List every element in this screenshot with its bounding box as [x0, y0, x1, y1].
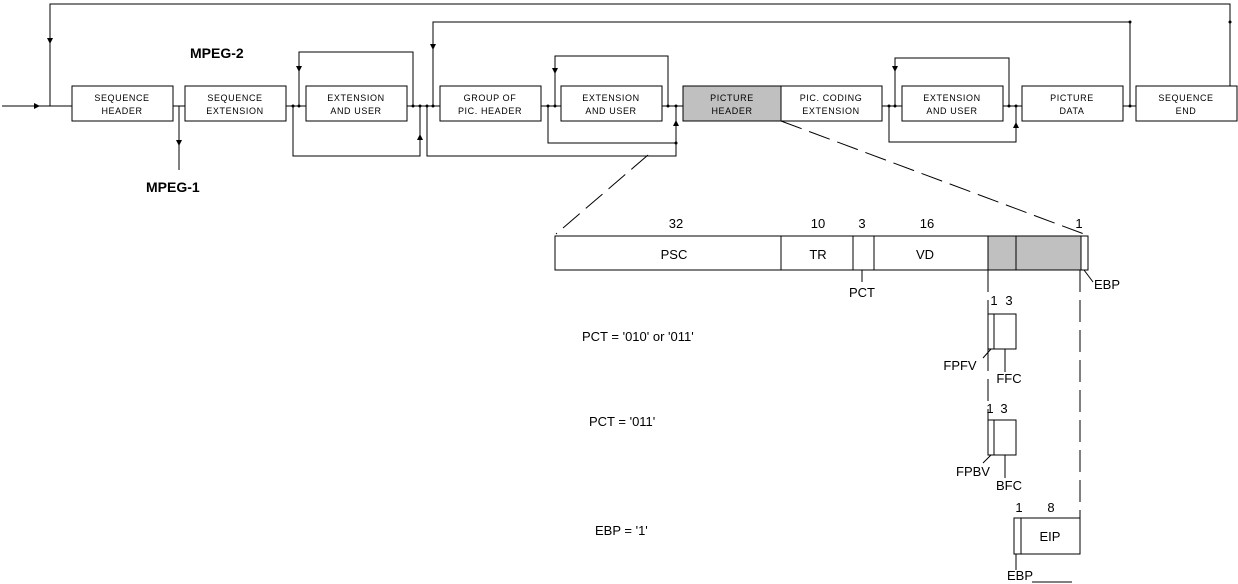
- pct-bits: 3: [858, 216, 865, 231]
- ext-user-3-loop-arrow-icon: [892, 66, 898, 72]
- svg-text:1: 1: [990, 293, 997, 308]
- svg-text:SEQUENCE: SEQUENCE: [207, 93, 262, 103]
- svg-text:PIC. HEADER: PIC. HEADER: [458, 106, 522, 116]
- ext-user-3-bypass-arrow-icon: [1013, 122, 1019, 128]
- svg-text:GROUP OF: GROUP OF: [464, 93, 517, 103]
- condition-2-fields: 1 3 FPBV BFC: [956, 401, 1022, 493]
- condition-2-text: PCT = '011': [589, 414, 655, 429]
- svg-text:AND USER: AND USER: [330, 106, 381, 116]
- vd-bits: 16: [920, 216, 934, 231]
- zoom-line-right: [780, 120, 1085, 235]
- block-picture-header: PICTURE HEADER: [682, 85, 782, 122]
- svg-text:HEADER: HEADER: [101, 106, 142, 116]
- block-sequence-end: SEQUENCE END: [1135, 85, 1238, 122]
- block-ext-user-2: EXTENSION AND USER: [560, 85, 663, 122]
- svg-text:FPFV: FPFV: [943, 358, 977, 373]
- psc-bits: 32: [669, 216, 683, 231]
- ext-user-1-loop-arrow-icon: [296, 66, 302, 72]
- svg-text:EXTENSION: EXTENSION: [923, 93, 980, 103]
- ebp-bits: 1: [1075, 216, 1082, 231]
- block-ext-user-3: EXTENSION AND USER: [901, 85, 1004, 122]
- picture-header-fields: 32 PSC 10 TR 3 16 VD 1: [554, 216, 1089, 271]
- gop-loop-line: [432, 21, 1131, 106]
- ext-user-2-loop: [554, 55, 669, 106]
- svg-text:SEQUENCE: SEQUENCE: [1158, 93, 1213, 103]
- svg-text:AND USER: AND USER: [926, 106, 977, 116]
- svg-text:FFC: FFC: [996, 371, 1021, 386]
- svg-text:3: 3: [1000, 401, 1007, 416]
- ext-user-2-loop-arrow-icon: [552, 68, 558, 74]
- mpeg1-title: MPEG-1: [146, 179, 200, 195]
- svg-text:1: 1: [1015, 500, 1022, 515]
- svg-text:3: 3: [1005, 293, 1012, 308]
- svg-text:EXTENSION: EXTENSION: [206, 106, 263, 116]
- pct-field: PCT: [849, 285, 875, 300]
- seq-loop-arrow-icon: [47, 38, 53, 44]
- svg-text:PICTURE: PICTURE: [710, 93, 754, 103]
- svg-text:PIC. CODING: PIC. CODING: [800, 93, 863, 103]
- svg-text:BFC: BFC: [996, 478, 1022, 493]
- block-seq-extension: SEQUENCE EXTENSION: [184, 85, 287, 122]
- entry-arrow-icon: [34, 103, 40, 109]
- svg-text:END: END: [1176, 106, 1197, 116]
- ext-user-1-bypass-arrow-icon: [417, 134, 423, 140]
- ext-user-2-bypass: [547, 106, 676, 144]
- block-picture-data: PICTURE DATA: [1021, 85, 1124, 122]
- tr-bits: 10: [811, 216, 825, 231]
- ext-user-2-bypass-arrow-icon: [673, 120, 679, 126]
- block-seq-header: SEQUENCE HEADER: [71, 85, 174, 122]
- svg-text:1: 1: [986, 401, 993, 416]
- condition-1-fields: 1 3 FPFV FFC: [943, 293, 1021, 386]
- gop-bypass: [426, 106, 677, 157]
- svg-text:FPBV: FPBV: [956, 464, 990, 479]
- svg-text:EBP: EBP: [1007, 568, 1033, 583]
- tr-field: TR: [809, 247, 826, 262]
- ext-user-3-loop: [894, 57, 1010, 106]
- svg-text:PICTURE: PICTURE: [1050, 93, 1094, 103]
- svg-text:EXTENSION: EXTENSION: [327, 93, 384, 103]
- mpeg1-arrow-icon: [176, 140, 182, 146]
- sequence-loop-line: [49, 3, 1231, 106]
- ext-user-1-bypass: [292, 106, 421, 157]
- svg-text:HEADER: HEADER: [711, 106, 752, 116]
- svg-text:8: 8: [1047, 500, 1054, 515]
- svg-text:SEQUENCE: SEQUENCE: [94, 93, 149, 103]
- svg-text:AND USER: AND USER: [585, 106, 636, 116]
- vd-field: VD: [916, 247, 934, 262]
- svg-text:EXTENSION: EXTENSION: [582, 93, 639, 103]
- gop-loop-arrow-icon: [430, 44, 436, 50]
- condition-3-text: EBP = '1': [595, 523, 648, 538]
- block-pic-coding-extension: PIC. CODING EXTENSION: [780, 85, 883, 122]
- svg-text:EXTENSION: EXTENSION: [802, 106, 859, 116]
- block-ext-user-1: EXTENSION AND USER: [305, 85, 408, 122]
- svg-text:DATA: DATA: [1059, 106, 1084, 116]
- ext-user-1-loop: [298, 51, 414, 106]
- svg-text:EIP: EIP: [1040, 529, 1061, 544]
- psc-field: PSC: [661, 247, 688, 262]
- block-gop-header: GROUP OF PIC. HEADER: [439, 85, 542, 122]
- condition-3-fields: 1 8 EIP EBP: [1007, 500, 1081, 583]
- condition-1-text: PCT = '010' or '011': [582, 329, 694, 344]
- mpeg2-title: MPEG-2: [190, 45, 244, 61]
- ebp-field: EBP: [1094, 277, 1120, 292]
- junction-dots: [291, 104, 1132, 108]
- zoom-line-left: [555, 154, 649, 235]
